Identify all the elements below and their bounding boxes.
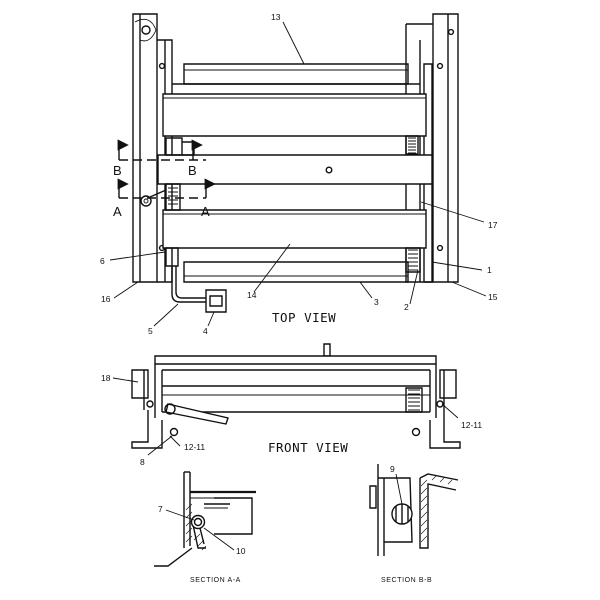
callout-16: 16 xyxy=(101,294,111,304)
section-b-drawing xyxy=(369,464,459,556)
callout-9: 9 xyxy=(390,464,395,474)
callout-15: 15 xyxy=(488,292,498,302)
callout-14: 14 xyxy=(247,290,257,300)
right-spring-lower xyxy=(405,247,421,273)
callout-17: 17 xyxy=(488,220,498,230)
callout-3: 3 xyxy=(374,297,379,307)
callout-2: 2 xyxy=(404,302,409,312)
callout-5: 5 xyxy=(148,326,153,336)
callout-13: 13 xyxy=(271,12,281,22)
top-view-drawing xyxy=(117,13,459,313)
front-view-drawing xyxy=(131,343,461,449)
section-a-drawing xyxy=(154,471,256,567)
left-latch-mechanism xyxy=(140,137,227,313)
callout-12-11-right: 12-11 xyxy=(461,420,482,430)
section-marker-a-right: A xyxy=(201,204,210,219)
callout-18: 18 xyxy=(101,373,111,383)
callout-6: 6 xyxy=(100,256,105,266)
callout-4: 4 xyxy=(203,326,208,336)
section-b-label: SECTION B-B xyxy=(381,577,432,584)
front-view-label: FRONT VIEW xyxy=(268,440,348,455)
callout-10: 10 xyxy=(236,546,246,556)
callout-7: 7 xyxy=(158,504,163,514)
section-marker-b-left: B xyxy=(113,163,122,178)
callout-12-11-left: 12-11 xyxy=(184,442,205,452)
callout-8: 8 xyxy=(140,457,145,467)
section-marker-a-left: A xyxy=(113,204,122,219)
section-marker-b-right: B xyxy=(188,163,197,178)
section-a-label: SECTION A-A xyxy=(190,577,241,584)
right-spring-upper xyxy=(405,135,419,155)
top-view-label: TOP VIEW xyxy=(272,310,336,325)
callout-1: 1 xyxy=(487,265,492,275)
